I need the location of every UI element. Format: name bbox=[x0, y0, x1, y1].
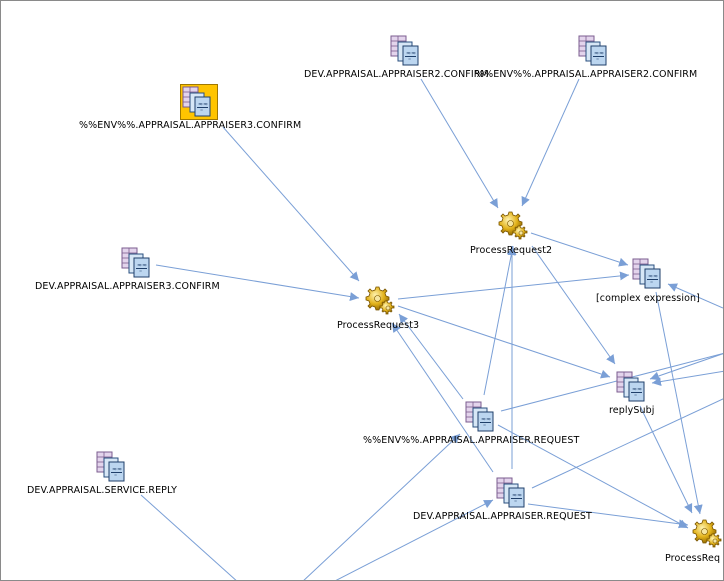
edge-n_dev_appr3_confirm-to-n_process3 bbox=[155, 264, 360, 301]
queue-document-icon[interactable]: ≈≈ ⁼ bbox=[464, 400, 498, 434]
edge-n_offscreen_right-to-n_complex bbox=[667, 283, 723, 309]
svg-text:≈≈: ≈≈ bbox=[632, 386, 642, 393]
node-label: DEV.APPRAISAL.APPRAISER2.CONFIRM bbox=[304, 69, 489, 80]
svg-text:⁼: ⁼ bbox=[650, 280, 653, 287]
node-label: ProcessRequest2 bbox=[470, 245, 553, 256]
edge-n_process3-to-n_complex bbox=[397, 271, 630, 300]
node-label: %%ENV%%.APPRAISAL.APPRAISER3.CONFIRM bbox=[79, 120, 302, 131]
svg-text:⁼: ⁼ bbox=[114, 473, 117, 480]
svg-text:⁼: ⁼ bbox=[514, 499, 517, 506]
edge-n_offscreen_bottom_m-to-n_dev_appr_request bbox=[335, 499, 494, 580]
svg-text:⁼: ⁼ bbox=[634, 393, 637, 400]
svg-text:≈≈: ≈≈ bbox=[112, 466, 122, 473]
queue-document-icon[interactable]: ≈≈ ⁼ bbox=[95, 450, 129, 484]
svg-text:≈≈: ≈≈ bbox=[137, 262, 147, 269]
edge-n_process2-to-n_replysubj bbox=[531, 245, 616, 365]
edge-n_replysubj-to-n_process_r bbox=[639, 405, 693, 514]
queue-document-icon[interactable]: ≈≈ ⁼ bbox=[389, 34, 423, 68]
edge-n_dev_service_reply-to-n_offscreen_bottom_l bbox=[140, 494, 237, 580]
svg-text:⁼: ⁼ bbox=[200, 108, 203, 115]
svg-text:≈≈: ≈≈ bbox=[512, 492, 522, 499]
edge-n_env_appr_request-to-n_process2 bbox=[483, 245, 516, 396]
edge-n_env_appr_request-to-n_offscreen_right bbox=[500, 353, 723, 412]
svg-text:⁼: ⁼ bbox=[408, 57, 411, 64]
edge-n_process2-to-n_complex bbox=[530, 232, 629, 267]
node-label: %%ENV%%.APPRAISAL.APPRAISER2.CONFIRM bbox=[475, 69, 698, 80]
node-label: [complex expression] bbox=[596, 293, 700, 304]
edge-n_env_appr_request-to-n_process3 bbox=[398, 313, 464, 400]
queue-document-icon[interactable]: ≈≈ ⁼ bbox=[180, 84, 218, 120]
node-label: DEV.APPRAISAL.APPRAISER3.CONFIRM bbox=[35, 281, 220, 292]
edge-n_complex-to-n_process_r bbox=[655, 291, 703, 515]
edge-n_dev_appr_request-to-n_process_r bbox=[527, 503, 689, 529]
edge-n_offscreen_right-to-n_replysubj bbox=[649, 353, 723, 381]
edge-n_dev_appr_request-to-n_process3 bbox=[391, 322, 494, 473]
queue-document-icon[interactable]: ≈≈ ⁼ bbox=[120, 246, 154, 280]
svg-text:≈≈: ≈≈ bbox=[406, 50, 416, 57]
edge-n_env_appr_request-to-n_process_r bbox=[497, 424, 689, 529]
svg-text:⁼: ⁼ bbox=[483, 423, 486, 430]
node-label: %%ENV%%.APPRAISAL.APPRAISER.REQUEST bbox=[363, 435, 580, 446]
node-label: replySubj bbox=[609, 405, 655, 416]
edge-n_dev_appr_request-to-n_offscreen_right bbox=[531, 398, 723, 489]
gears-icon[interactable] bbox=[496, 209, 530, 243]
edge-n_offscreen_right2-to-n_replysubj bbox=[651, 370, 723, 386]
gears-icon[interactable] bbox=[690, 517, 723, 551]
svg-text:⁼: ⁼ bbox=[596, 57, 599, 64]
node-label: ProcessRequest3 bbox=[337, 320, 420, 331]
edge-n_env_appr3_confirm-to-n_process3 bbox=[222, 126, 360, 282]
svg-text:⁼: ⁼ bbox=[139, 269, 142, 276]
queue-document-icon[interactable]: ≈≈ ⁼ bbox=[495, 476, 529, 510]
edge-n_env_appr2_confirm-to-n_process2 bbox=[521, 78, 580, 207]
edge-n_dev_appr2_confirm-to-n_process2 bbox=[420, 78, 499, 209]
edge-n_offscreen_bottom_l-to-n_env_appr_request bbox=[303, 433, 461, 580]
svg-text:≈≈: ≈≈ bbox=[198, 101, 208, 108]
node-label: DEV.APPRAISAL.SERVICE.REPLY bbox=[27, 485, 178, 496]
svg-text:≈≈: ≈≈ bbox=[594, 50, 604, 57]
node-label: ProcessReq bbox=[665, 553, 721, 564]
gears-icon[interactable] bbox=[363, 284, 397, 318]
svg-text:≈≈: ≈≈ bbox=[648, 273, 658, 280]
edge-n_process3-to-n_replysubj bbox=[397, 305, 611, 379]
svg-text:≈≈: ≈≈ bbox=[481, 416, 491, 423]
queue-document-icon[interactable]: ≈≈ ⁼ bbox=[631, 257, 665, 291]
queue-document-icon[interactable]: ≈≈ ⁼ bbox=[577, 34, 611, 68]
queue-document-icon[interactable]: ≈≈ ⁼ bbox=[615, 370, 649, 404]
node-label: DEV.APPRAISAL.APPRAISER.REQUEST bbox=[413, 511, 592, 522]
